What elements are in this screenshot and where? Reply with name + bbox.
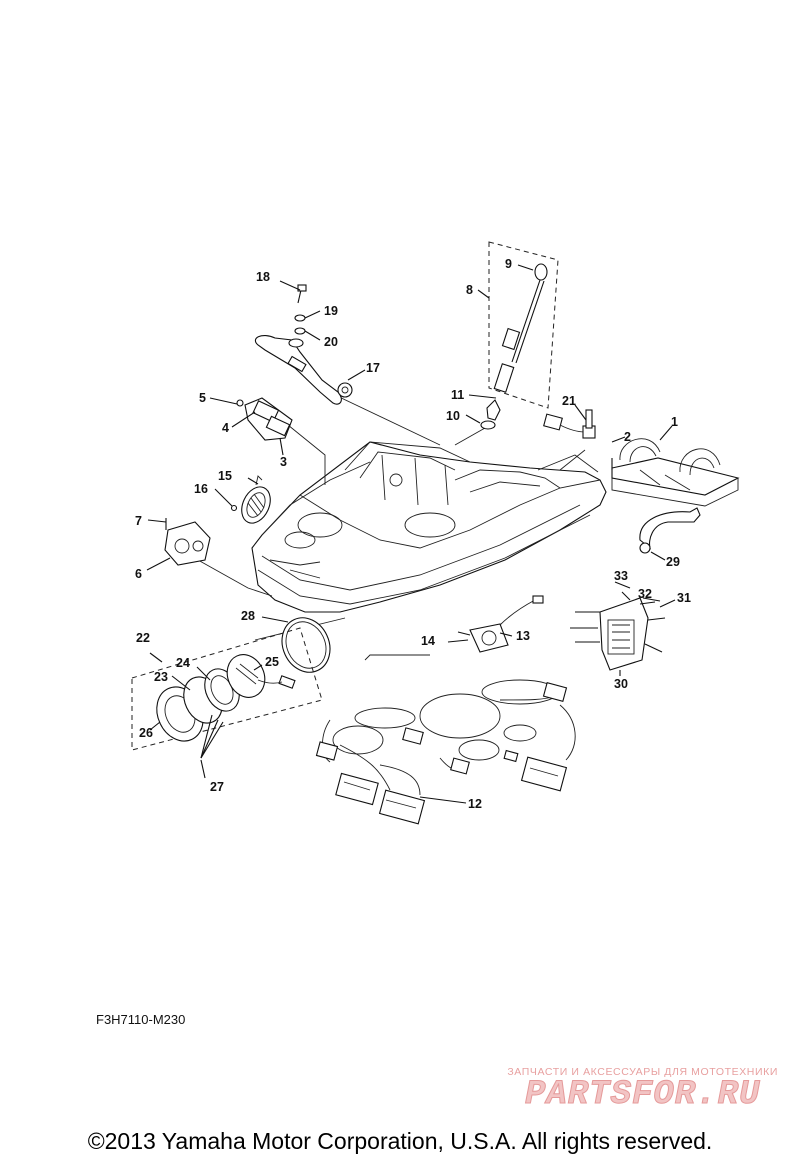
callout-13: 13 xyxy=(516,629,530,643)
callout-29: 29 xyxy=(666,555,680,569)
drawing-code: F3H7110-M230 xyxy=(96,1012,186,1027)
callout-1: 1 xyxy=(671,415,678,429)
watermark-logo: PARTSFOR.RU xyxy=(524,1076,761,1115)
partsfor-watermark: ЗАПЧАСТИ И АКСЕССУАРЫ ДЛЯ МОТОТЕХНИКИ PA… xyxy=(507,1066,778,1115)
callout-28: 28 xyxy=(241,609,255,623)
callout-22: 22 xyxy=(136,631,150,645)
callout-25: 25 xyxy=(265,655,279,669)
callout-27: 27 xyxy=(210,780,224,794)
callout-9: 9 xyxy=(505,257,512,271)
callout-14: 14 xyxy=(421,634,435,648)
callout-32: 32 xyxy=(638,587,652,601)
callout-6: 6 xyxy=(135,567,142,581)
callout-31: 31 xyxy=(677,591,691,605)
watermark-tagline: ЗАПЧАСТИ И АКСЕССУАРЫ ДЛЯ МОТОТЕХНИКИ xyxy=(507,1066,778,1078)
copyright-notice: ©2013 Yamaha Motor Corporation, U.S.A. A… xyxy=(87,1128,713,1154)
callout-19: 19 xyxy=(324,304,338,318)
ring-gasket xyxy=(261,616,331,673)
sensor-part xyxy=(543,404,596,439)
vent-assembly xyxy=(214,475,271,524)
callout-23: 23 xyxy=(154,670,168,684)
callout-10: 10 xyxy=(446,409,460,423)
boat-hull xyxy=(251,441,607,613)
control-unit xyxy=(570,581,676,676)
bow-light-part xyxy=(146,518,211,571)
callout-33: 33 xyxy=(614,569,628,583)
callout-17: 17 xyxy=(366,361,380,375)
callout-3: 3 xyxy=(280,455,287,469)
grab-rail-assembly xyxy=(254,280,366,405)
strap-part xyxy=(639,507,701,561)
callout-8: 8 xyxy=(466,283,473,297)
callout-20: 20 xyxy=(324,335,338,349)
callout-12: 12 xyxy=(468,797,482,811)
antenna-assembly xyxy=(465,241,559,430)
callout-18: 18 xyxy=(256,270,270,284)
callout-16: 16 xyxy=(194,482,208,496)
callout-24: 24 xyxy=(176,656,190,670)
callout-26: 26 xyxy=(139,726,153,740)
wiring-harness xyxy=(315,679,576,825)
callout-15: 15 xyxy=(218,469,232,483)
hatch-assembly xyxy=(209,397,293,456)
callout-7: 7 xyxy=(135,514,142,528)
callout-2: 2 xyxy=(624,430,631,444)
switch-part xyxy=(447,595,544,653)
light-assembly xyxy=(131,627,323,779)
callout-4: 4 xyxy=(222,421,229,435)
callout-5: 5 xyxy=(199,391,206,405)
callout-30: 30 xyxy=(614,677,628,691)
callout-11: 11 xyxy=(451,388,464,402)
callout-21: 21 xyxy=(562,394,576,408)
battery-rack xyxy=(611,425,740,507)
